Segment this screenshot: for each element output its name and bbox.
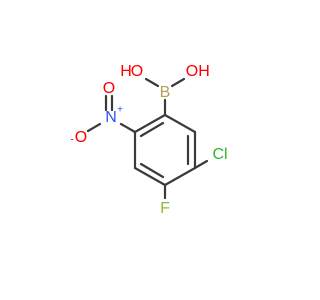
atom-o1: O [131,63,143,80]
bond-c4-c5-inner [139,162,165,179]
bond-c6-c1-inner [139,121,165,138]
atom-o2: O [186,63,198,80]
bond-c6-c1 [133,113,167,134]
nitrogen-charge: + [117,105,123,116]
bond-c3-c4 [163,166,197,187]
atom-boron: B [160,84,171,101]
atom-o-double: O [103,80,115,97]
atom-o-minus: O [75,129,87,146]
bond-c6-n [119,122,137,134]
atom-chlorine: Cl [212,146,227,163]
bond-n-o-single [86,122,102,133]
atom-labels: H O O H B N + O - O Cl F [70,63,227,217]
molecule-canvas: H O O H B N + O - O Cl F [70,63,228,218]
atom-fluorine: F [160,200,170,217]
molecule-structure: H O O H B N + O - O Cl F [70,63,227,217]
bond-c1-c2 [163,113,197,134]
atom-o2-hydrogen: H [198,63,210,80]
bond-c4-c5 [133,166,167,187]
bond-b-o2 [170,77,186,88]
oxygen-charge: - [70,135,73,146]
atom-o1-hydrogen: H [120,63,132,80]
bond-b-o1 [144,77,160,88]
atom-nitrogen: N [105,109,117,126]
bond-c3-cl [193,159,209,170]
bonds [86,77,209,200]
